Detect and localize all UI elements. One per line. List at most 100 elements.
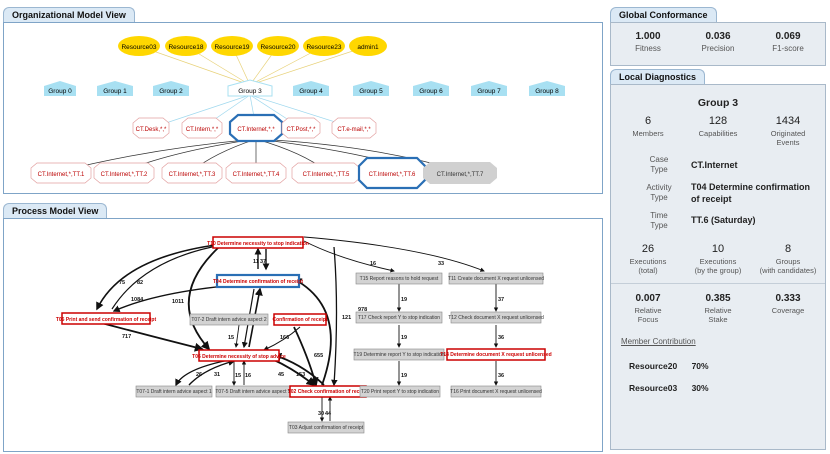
time-type-value: TT.6 (Saturday) (691, 215, 756, 225)
edge-label: 121 (342, 315, 351, 321)
activity-node[interactable]: T06 Determine necessity of stop advice (192, 349, 286, 362)
groups-candidates-metric: 8 Groups(with candidates) (759, 243, 817, 275)
activity-node: T03 Adjust confirmation of receipt (287, 421, 365, 434)
group-node[interactable]: Group 7 (471, 81, 507, 96)
activity-node: T17 Check report Y to stop indication (355, 311, 443, 324)
group-node[interactable]: Group 5 (353, 81, 389, 96)
svg-text:CT.Internet,*,TT.4: CT.Internet,*,TT.4 (233, 172, 280, 178)
edge-label: 16 (245, 373, 251, 379)
svg-text:T06 Determine necessity of sto: T06 Determine necessity of stop advice (192, 354, 286, 360)
resource-node[interactable]: Resource19 (211, 36, 253, 56)
precision-value: 0.036 (705, 31, 731, 42)
svg-text:CT.Internet,*,*: CT.Internet,*,* (237, 127, 275, 133)
svg-text:T19 Determine report Y to stop: T19 Determine report Y to stop indicatio… (354, 352, 445, 358)
activity-node[interactable]: T02 Check confirmation of receipt (288, 385, 369, 398)
capability-node-selected[interactable]: CT.Internet,*,TT.6 (357, 156, 427, 190)
edge-label: 36 (498, 335, 504, 341)
case-type-value: CT.Internet (691, 160, 738, 170)
capability-node-uncovered[interactable]: CT.Internet,*,TT.7 (423, 162, 497, 184)
member-contribution-title[interactable]: Member Contribution (621, 337, 696, 346)
svg-text:T02 Check confirmation of rece: T02 Check confirmation of receipt (288, 389, 369, 395)
activity-node[interactable]: T14 Determine document X request unlicen… (440, 348, 552, 361)
edge-label: 45 (278, 372, 284, 378)
edge-label: 26 (196, 372, 202, 378)
group-node[interactable]: Group 8 (529, 81, 565, 96)
resource-node[interactable]: Resource23 (303, 36, 345, 56)
coverage-metric: 0.333 Coverage (771, 293, 805, 315)
org-model-panel: Resource03 Resource18 Resource19 Resourc… (3, 22, 603, 194)
capability-node[interactable]: CT.Desk,*,* (132, 117, 170, 139)
activity-node[interactable]: T10 Determine necessity to stop indicati… (207, 236, 309, 249)
edge-label: 1011 (172, 299, 184, 305)
local-diagnostics-tab[interactable]: Local Diagnostics (610, 69, 706, 84)
group-node-selected[interactable]: Group 3 (227, 79, 273, 97)
activity-node[interactable]: T05 Print and send confirmation of recei… (56, 312, 157, 325)
member-contribution-row[interactable]: Resource03 30% (629, 383, 709, 393)
svg-text:T03 Adjust confirmation of rec: T03 Adjust confirmation of receipt (289, 425, 364, 431)
svg-text:CT.Desk,*,*: CT.Desk,*,* (136, 127, 167, 133)
resource-node[interactable]: Resource03 (118, 36, 160, 56)
members-metric: 6 Members (632, 115, 664, 138)
resource-nodes: Resource03 Resource18 Resource19 Resourc… (118, 36, 387, 56)
svg-text:CT.Intern,*,*: CT.Intern,*,* (186, 127, 219, 133)
member-name: Resource20 (629, 361, 678, 371)
capability-node[interactable]: CT.Intern,*,* (181, 117, 223, 139)
group-node[interactable]: Group 2 (153, 81, 189, 96)
svg-text:admin1: admin1 (357, 44, 379, 51)
f1-value: 0.069 (775, 31, 801, 42)
activity-node-selected[interactable]: T04 Determine confirmation of receipt (213, 273, 303, 289)
resource-node[interactable]: admin1 (349, 36, 387, 56)
capability-nodes-row2: CT.Internet,*,TT.1 CT.Internet,*,TT.2 CT… (30, 156, 497, 190)
section-divider (611, 283, 825, 284)
svg-text:T10 Determine necessity to sto: T10 Determine necessity to stop indicati… (207, 241, 309, 247)
capability-nodes-row1: CT.Desk,*,* CT.Intern,*,* CT.Internet,*,… (132, 113, 377, 143)
activity-nodes: T10 Determine necessity to stop indicati… (56, 236, 552, 434)
member-percent: 70% (691, 361, 709, 371)
capabilities-metric: 128 Capabilities (698, 115, 738, 138)
precision-metric: 0.036 Precision (683, 31, 753, 53)
capability-node[interactable]: CT.Internet,*,TT.3 (161, 162, 223, 184)
local-diagnostics-panel: Group 3 6 Members 128 Capabilities 1434 … (610, 84, 826, 450)
svg-text:T04 Determine confirmation of: T04 Determine confirmation of receipt (213, 279, 303, 285)
activity-node: T15 Report reasons to hold request (355, 272, 443, 285)
capability-node[interactable]: CT.Internet,*,TT.5 (291, 162, 361, 184)
svg-text:CT.Internet,*,TT.7: CT.Internet,*,TT.7 (437, 172, 484, 178)
global-conformance-tab[interactable]: Global Conformance (610, 7, 717, 22)
svg-text:T14 Determine document X reque: T14 Determine document X request unlicen… (440, 352, 551, 358)
edge-label: 978 (358, 307, 367, 313)
activity-node[interactable]: Confirmation of receipt (272, 313, 328, 326)
group-node[interactable]: Group 0 (44, 81, 76, 96)
process-view-tab[interactable]: Process Model View (3, 203, 108, 218)
capability-node-selected[interactable]: CT.Internet,*,* (228, 113, 284, 143)
svg-text:Resource23: Resource23 (306, 44, 341, 51)
resource-node[interactable]: Resource18 (165, 36, 207, 56)
capability-node[interactable]: CT.Internet,*,TT.1 (30, 162, 92, 184)
group-node[interactable]: Group 1 (97, 81, 133, 96)
edge-label: 37 (260, 259, 266, 265)
svg-text:Group 8: Group 8 (535, 88, 559, 95)
capability-node[interactable]: CT.Internet,*,TT.2 (93, 162, 155, 184)
svg-text:T20 Print report Y to stop ind: T20 Print report Y to stop indication (361, 389, 439, 395)
member-contribution-row[interactable]: Resource20 70% (629, 361, 709, 371)
svg-text:Group 3: Group 3 (238, 88, 262, 95)
capability-node[interactable]: CT.Internet,*,TT.4 (225, 162, 287, 184)
svg-text:Group 6: Group 6 (419, 88, 443, 95)
group-node[interactable]: Group 4 (293, 81, 329, 96)
edge-label: 717 (122, 334, 131, 340)
svg-text:CT.Internet,*,TT.5: CT.Internet,*,TT.5 (303, 172, 350, 178)
svg-text:Resource18: Resource18 (168, 44, 203, 51)
resource-node[interactable]: Resource20 (257, 36, 299, 56)
fitness-metric: 1.000 Fitness (613, 31, 683, 53)
edge-label: 655 (314, 353, 323, 359)
precision-label: Precision (701, 44, 735, 53)
f1-label: F1-score (772, 44, 804, 53)
capability-node[interactable]: CT.e-mail,*,* (331, 117, 377, 139)
group-node[interactable]: Group 6 (413, 81, 449, 96)
org-view-tab[interactable]: Organizational Model View (3, 7, 135, 22)
svg-text:T11 Create document X request: T11 Create document X request unlicensed (448, 276, 544, 282)
edge-label: 19 (401, 373, 407, 379)
svg-text:Resource20: Resource20 (260, 44, 295, 51)
capability-node[interactable]: CT.Post,*,* (281, 117, 321, 139)
svg-text:Resource03: Resource03 (121, 44, 156, 51)
